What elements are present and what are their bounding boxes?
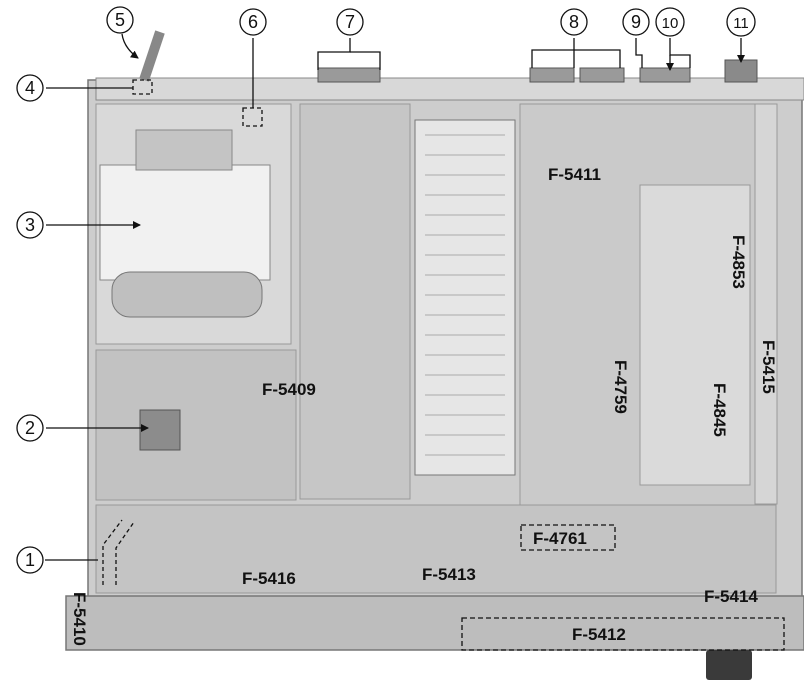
- callout-5: 5: [106, 6, 134, 34]
- label-f5413: F-5413: [422, 565, 476, 584]
- power-transformer: [95, 103, 292, 345]
- front-knob: [706, 650, 752, 680]
- label-f4761: F-4761: [533, 529, 587, 548]
- label-f5415: F-5415: [759, 340, 778, 394]
- callout-9: 9: [622, 8, 650, 36]
- svg-text:10: 10: [662, 15, 679, 32]
- dashed-leader-f5410-b: [115, 521, 135, 585]
- callout-8: 8: [560, 8, 588, 36]
- callout-2: 2: [16, 414, 44, 442]
- heatsink: [414, 119, 516, 476]
- leader-10: [669, 38, 691, 68]
- right-upright-board: [639, 184, 751, 486]
- svg-text:9: 9: [631, 12, 641, 32]
- rear-terminal-11: [724, 59, 758, 83]
- label-f4845: F-4845: [710, 383, 729, 437]
- dashed-box-f5412: [461, 617, 785, 651]
- leader-8: [531, 38, 575, 68]
- callout-4: 4: [16, 74, 44, 102]
- label-f5412: F-5412: [572, 625, 626, 644]
- main-board-area: [299, 103, 411, 500]
- svg-text:1: 1: [25, 550, 35, 570]
- rear-terminal-8-left: [529, 67, 575, 83]
- callout-11: 11: [726, 7, 756, 37]
- label-f5409: F-5409: [262, 380, 316, 399]
- svg-text:8: 8: [569, 12, 579, 32]
- right-side-edge: [754, 103, 778, 505]
- callout-10: 10: [655, 7, 685, 37]
- callout-3: 3: [16, 211, 44, 239]
- label-f5414: F-5414: [704, 587, 758, 606]
- callout-1: 1: [16, 546, 44, 574]
- rear-terminal-8-right: [579, 67, 625, 83]
- svg-text:11: 11: [733, 15, 749, 32]
- leader-9: [635, 38, 643, 68]
- label-f5416: F-5416: [242, 569, 296, 588]
- leader-7b: [350, 51, 381, 70]
- leader-8b: [574, 49, 621, 68]
- svg-text:6: 6: [248, 12, 258, 32]
- power-cord: [139, 30, 165, 82]
- rear-terminal-9-10: [639, 67, 691, 83]
- power-supply-section: [95, 349, 297, 501]
- svg-text:2: 2: [25, 418, 35, 438]
- svg-text:5: 5: [115, 10, 125, 30]
- rear-panel: [95, 77, 804, 101]
- label-f4759: F-4759: [611, 360, 630, 414]
- front-panel: [65, 595, 804, 651]
- svg-text:4: 4: [25, 78, 35, 98]
- svg-text:3: 3: [25, 215, 35, 235]
- label-f4853: F-4853: [729, 235, 748, 289]
- svg-text:7: 7: [345, 12, 355, 32]
- callout-6: 6: [239, 8, 267, 36]
- dashed-box-f4761: [520, 524, 616, 551]
- lower-wiring-section: [95, 504, 777, 594]
- rear-terminal-7: [317, 67, 381, 83]
- callout-7: 7: [336, 8, 364, 36]
- label-f5411: F-5411: [548, 165, 601, 184]
- label-f5410: F-5410: [70, 592, 89, 646]
- power-switch-block: [139, 409, 181, 451]
- dashed-part-4: [132, 79, 153, 95]
- leader-5: [121, 33, 139, 59]
- leader-7: [317, 38, 351, 70]
